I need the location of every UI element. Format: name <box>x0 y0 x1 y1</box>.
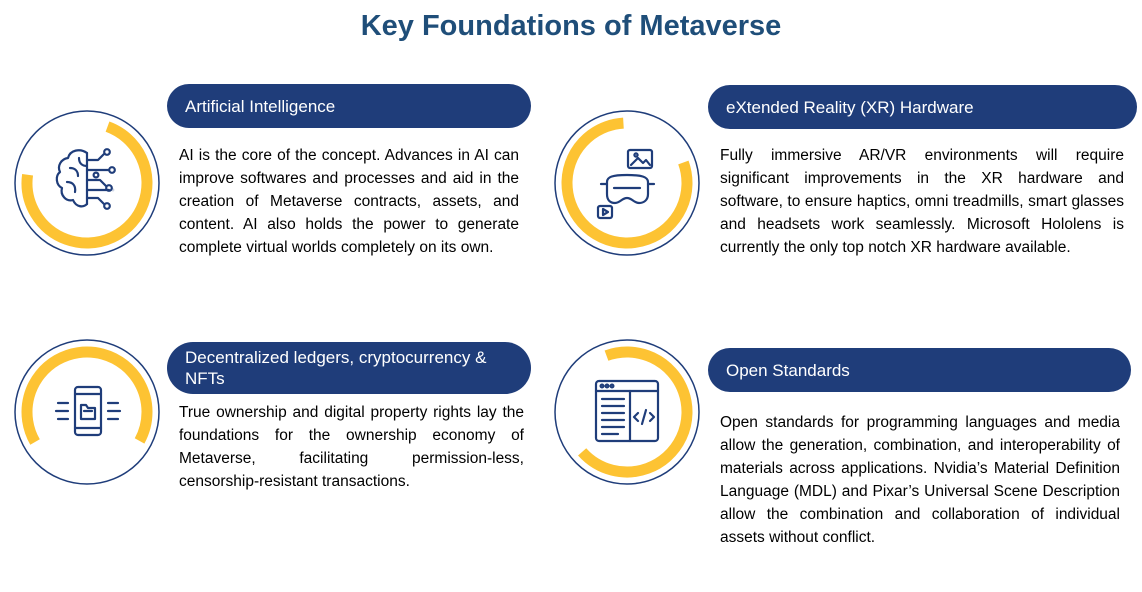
ai-description: AI is the core of the concept. Advances … <box>179 147 519 256</box>
xr-heading: eXtended Reality (XR) Hardware <box>708 85 1137 129</box>
vr-headset-icon <box>596 148 656 220</box>
xr-ring <box>554 110 700 256</box>
page-title: Key Foundations of Metaverse <box>360 10 782 42</box>
standards-description: Open standards for programming languages… <box>720 414 1120 546</box>
ledger-ring <box>14 339 160 485</box>
ai-heading: Artificial Intelligence <box>167 84 531 128</box>
mobile-wallet-icon <box>54 385 122 437</box>
ai-ring <box>14 110 160 256</box>
ledger-heading: Decentralized ledgers, cryptocurrency & … <box>167 342 531 394</box>
ledger-description: True ownership and digital property righ… <box>179 404 524 490</box>
standards-heading: Open Standards <box>708 348 1131 392</box>
code-window-icon <box>594 379 660 443</box>
brain-circuit-icon <box>55 148 116 210</box>
standards-ring <box>554 339 700 485</box>
xr-description: Fully immersive AR/VR environments will … <box>720 147 1124 256</box>
